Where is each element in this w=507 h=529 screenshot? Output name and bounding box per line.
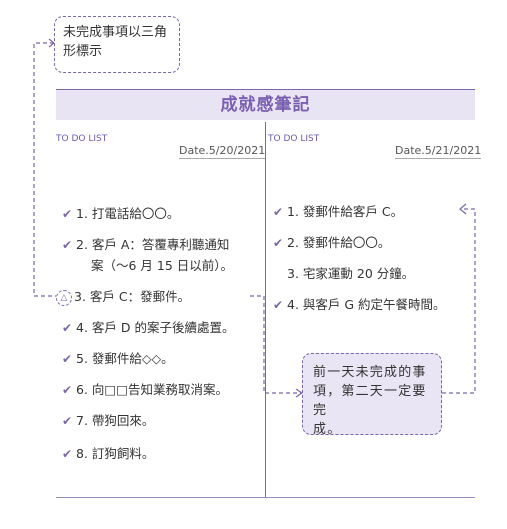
right-item-4: ✔4. 與客戶 G 約定午餐時間。: [273, 294, 446, 316]
left-todo-label: TO DO LIST: [56, 134, 108, 144]
note-bottom-line1: 前一天未完成的事: [313, 365, 427, 380]
check-circle-icon: ✔: [62, 238, 73, 252]
triangle-circle-icon: △: [56, 290, 72, 306]
check-circle-icon: ✔: [62, 383, 73, 397]
connector-arrowhead-right: [459, 203, 467, 215]
left-item-5: ✔5. 發郵件給◇◇。: [62, 348, 174, 370]
page-title: 成就感筆記: [56, 89, 475, 120]
bottom-rule: [56, 497, 475, 498]
right-date: Date.5/21/2021: [395, 144, 482, 159]
left-item-6: ✔6. 向□□告知業務取消案。: [62, 379, 228, 401]
check-circle-icon: ✔: [62, 352, 73, 366]
note-top: 未完成事項以三角 形標示: [54, 16, 180, 73]
note-top-line2: 形標示: [63, 44, 103, 59]
right-item-2: ✔2. 發郵件給〇〇。: [273, 232, 390, 254]
right-item-1: ✔1. 發郵件給客戶 C。: [273, 201, 403, 223]
left-item-2-cont: 案（～6 月 15 日以前）。: [91, 258, 234, 273]
left-item-7: ✔7. 帶狗回來。: [62, 410, 154, 432]
left-item-3: △3. 客戶 C：發郵件。: [56, 286, 190, 307]
check-circle-icon: ✔: [62, 447, 73, 461]
left-item-2: ✔2. 客戶 A：答覆專利聽通知: [62, 234, 229, 256]
check-circle-icon: ✔: [273, 205, 284, 219]
right-item-3: 3. 宅家運動 20 分鐘。: [287, 266, 415, 281]
note-bottom: 前一天未完成的事 項，第二天一定要完 成。: [302, 353, 442, 437]
check-circle-icon: ✔: [62, 414, 73, 428]
connector-note-to-right: [442, 208, 476, 394]
right-todo-label: TO DO LIST: [268, 134, 320, 144]
column-divider: [265, 122, 266, 498]
left-item-8: ✔8. 訂狗飼料。: [62, 443, 154, 465]
left-item-1: ✔1. 打電話給〇〇。: [62, 203, 179, 225]
note-top-line1: 未完成事項以三角: [63, 25, 168, 40]
note-bottom-line3: 成。: [313, 422, 342, 437]
left-date: Date.5/20/2021: [179, 144, 266, 159]
check-circle-icon: ✔: [273, 236, 284, 250]
check-circle-icon: ✔: [273, 298, 284, 312]
connector-triangle-to-note: [250, 295, 302, 394]
check-circle-icon: ✔: [62, 321, 73, 335]
check-circle-icon: ✔: [62, 207, 73, 221]
left-item-4: ✔4. 客戶 D 的案子後續處置。: [62, 317, 234, 339]
note-bottom-line2: 項，第二天一定要完: [313, 384, 427, 418]
connector-note-to-triangle: [33, 42, 56, 297]
